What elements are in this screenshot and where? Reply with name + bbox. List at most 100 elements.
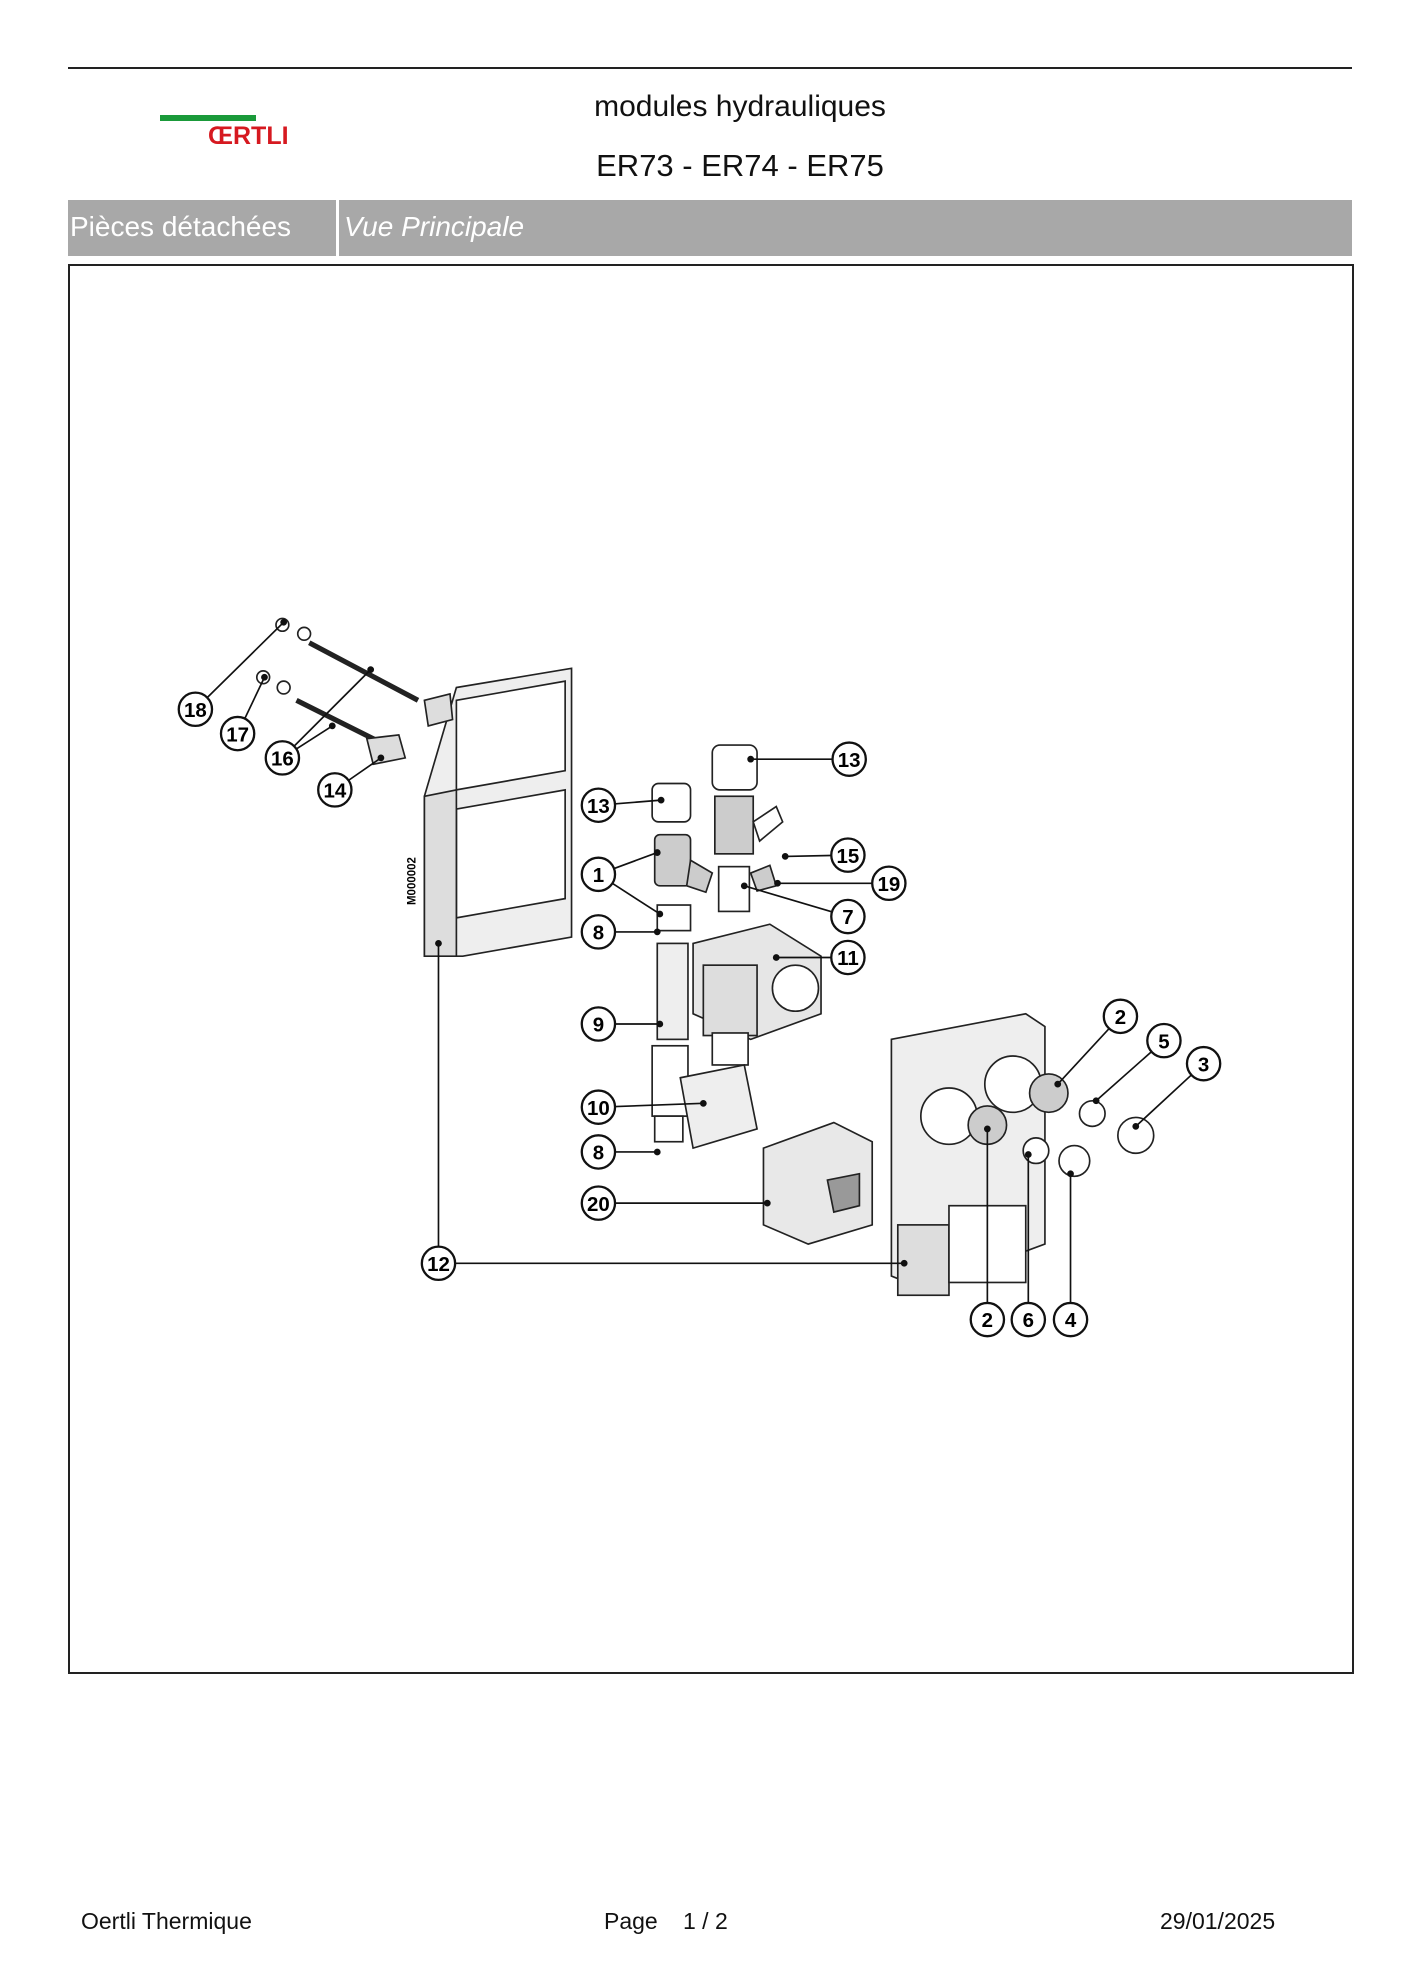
callout-circle: [1146, 1022, 1182, 1059]
leader-dot: [781, 853, 789, 860]
model-list: ER73 - ER74 - ER75: [596, 148, 884, 183]
drawing-code: M000002: [406, 857, 418, 905]
callout-circle: [420, 1245, 457, 1282]
exploded-view-diagram: M000002 18171614131315191781191082012253…: [177, 617, 1222, 1338]
callout-11: 11: [830, 939, 866, 976]
callout-number: 13: [838, 749, 861, 772]
callout-5: 5: [1146, 1022, 1182, 1059]
callout-circle: [580, 1185, 617, 1221]
callout-number: 1: [593, 864, 604, 887]
callout-number: 18: [184, 699, 207, 722]
leader-dot: [900, 1259, 908, 1267]
leader-dot: [656, 910, 664, 918]
callout-circle: [317, 772, 353, 808]
leader-dot: [657, 796, 665, 804]
header-rule: [68, 67, 1352, 69]
callout-circle: [830, 939, 866, 976]
leader-line: [194, 621, 285, 710]
leader-dot: [1054, 1080, 1062, 1088]
leader-dot: [367, 666, 375, 674]
callout-number: 6: [1023, 1309, 1034, 1332]
leader-dot: [656, 1020, 664, 1028]
callout-8: 8: [580, 1134, 617, 1170]
callout-circle: [1185, 1045, 1222, 1082]
callout-circle: [830, 898, 866, 935]
leader-dot: [699, 1099, 707, 1107]
oertli-logo: ŒRTLI: [160, 115, 310, 155]
callout-1: 1: [580, 856, 617, 893]
callout-number: 7: [842, 906, 853, 929]
part-drawings: [255, 617, 1155, 1297]
callout-2: 2: [1102, 998, 1139, 1035]
leader-line: [744, 885, 849, 918]
callout-circle: [969, 1301, 1006, 1338]
callout-number: 10: [587, 1097, 610, 1120]
callout-number: 17: [226, 723, 249, 746]
callout-6: 6: [1010, 1301, 1047, 1338]
callout-circle: [580, 1089, 617, 1125]
callout-2: 2: [969, 1301, 1006, 1338]
leader-dot: [377, 754, 385, 762]
callout-13: 13: [580, 787, 617, 824]
leader-dot: [774, 879, 781, 887]
callout-circle: [580, 1134, 617, 1170]
callout-circle: [1010, 1301, 1047, 1338]
section-divider: [336, 200, 339, 256]
leader-dot: [1067, 1170, 1074, 1178]
leader-dot: [1132, 1122, 1140, 1130]
leader-dot: [772, 954, 780, 961]
callout-number: 9: [593, 1014, 604, 1037]
callout-number: 14: [323, 780, 346, 803]
document-title: modules hydrauliques: [594, 90, 886, 123]
callout-circle: [219, 715, 256, 752]
view-label: Vue Principale: [344, 211, 525, 242]
footer-page-number: 1 / 2: [683, 1908, 728, 1934]
footer-page-label: Page: [604, 1908, 658, 1934]
callout-circle: [580, 856, 617, 893]
callout-10: 10: [580, 1089, 617, 1125]
callout-number: 5: [1158, 1030, 1169, 1053]
callout-number: 2: [982, 1309, 993, 1332]
callout-15: 15: [830, 837, 866, 873]
callout-circle: [580, 1006, 617, 1042]
callout-number: 8: [593, 922, 604, 945]
callout-7: 7: [830, 898, 866, 935]
callout-number: 8: [593, 1142, 604, 1165]
callout-number: 12: [427, 1253, 450, 1276]
logo-text: ŒRTLI: [208, 122, 289, 150]
leader-dot: [740, 882, 748, 890]
callout-3: 3: [1185, 1045, 1222, 1082]
callout-number: 11: [837, 947, 859, 970]
callout-9: 9: [580, 1006, 617, 1042]
callout-number: 20: [587, 1193, 610, 1216]
leader-dot: [653, 1148, 661, 1156]
callout-circle: [177, 691, 214, 728]
callout-circle: [871, 865, 907, 902]
leader-dot: [653, 849, 661, 856]
callout-12: 12: [420, 1245, 457, 1282]
callout-circle: [264, 740, 301, 776]
callout-14: 14: [317, 772, 353, 808]
callout-circle: [580, 787, 617, 824]
callout-number: 19: [877, 873, 900, 896]
callout-circle: [1052, 1301, 1089, 1338]
callout-13: 13: [831, 741, 867, 777]
callout-circle: [580, 914, 617, 950]
leader-dot: [280, 618, 288, 626]
callout-17: 17: [219, 715, 256, 752]
callout-circle: [830, 837, 866, 873]
callout-circle: [1102, 998, 1139, 1035]
leader-dot: [747, 755, 755, 763]
callout-16: 16: [264, 740, 301, 776]
callout-number: 16: [271, 748, 294, 771]
leader-dot: [653, 928, 661, 936]
callout-circle: [831, 741, 867, 777]
leader-dot: [1024, 1151, 1032, 1158]
callout-4: 4: [1052, 1301, 1089, 1338]
callout-number: 2: [1115, 1006, 1126, 1029]
footer-date: 29/01/2025: [1160, 1908, 1276, 1934]
callout-20: 20: [580, 1185, 617, 1221]
leader-dot: [763, 1199, 771, 1207]
